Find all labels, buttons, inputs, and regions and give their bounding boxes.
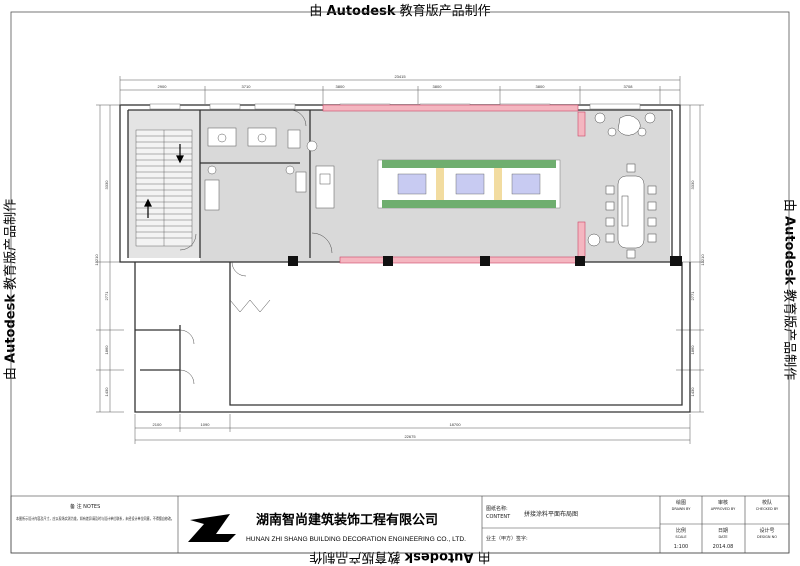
dim-top-seg-6: 3708 [624, 84, 634, 89]
date-cn: 日期 [718, 528, 728, 534]
dim-left-lower-2: 1860 [104, 345, 109, 355]
dim-left-total: 13210 [94, 254, 99, 266]
dim-bottom-seg-2: 1090 [201, 422, 211, 427]
design-no-cn: 设计号 [759, 527, 774, 534]
company-name-cn: 湖南智尚建筑装饰工程有限公司 [256, 512, 438, 528]
central-display [377, 159, 561, 209]
dim-top-seg-4: 3800 [433, 84, 443, 89]
drawing-name: 拼接涂料平面布局图 [524, 510, 578, 518]
drawing-name-label: 图纸名称: [486, 505, 508, 512]
approved-by-en: APPROVED BY [711, 507, 736, 511]
dim-top-seg-3: 3800 [336, 84, 346, 89]
scale-value: 1:100 [674, 544, 688, 550]
dim-bottom-total: 22675 [404, 434, 416, 439]
dim-top-seg-2: 3710 [242, 84, 252, 89]
dim-left-lower-3: 1430 [104, 387, 109, 397]
dim-top-seg-1: 2900 [158, 84, 168, 89]
dim-right-total: 13210 [700, 254, 705, 266]
company-logo-icon [188, 514, 236, 542]
date-en: DATE [718, 535, 727, 539]
title-block [10, 495, 790, 554]
date-value: 2014.08 [713, 544, 734, 550]
top-dimensions [119, 76, 681, 104]
dim-left-lower-1: 2771 [104, 291, 109, 301]
dim-bottom-seg-3: 18700 [449, 422, 461, 427]
stair-down-arrow-icon [176, 144, 184, 164]
left-dimensions [96, 104, 124, 413]
dim-top-seg-5: 3800 [536, 84, 546, 89]
dim-bottom-seg-1: 2100 [153, 422, 163, 427]
meeting-table [605, 163, 657, 259]
painted-panels [322, 104, 586, 264]
notes-text: 本图所示设计内容及尺寸，应以现场实测为准，如有差异请及时与设计单位联系，未经设计… [16, 515, 174, 521]
dim-right-upper: 3330 [690, 180, 695, 190]
scale-en: SCALE [675, 535, 686, 539]
sheet-border [10, 11, 790, 554]
columns [288, 256, 682, 266]
stair-up-arrow-icon [144, 198, 152, 218]
dim-left-upper: 3330 [104, 180, 109, 190]
doors [179, 109, 333, 385]
checked-by-cn: 校队 [762, 499, 772, 506]
lounge-seating [587, 112, 656, 247]
approved-by-cn: 审核 [718, 499, 728, 506]
design-no-en: DESIGN NO [757, 535, 777, 539]
content-label: CONTENT [486, 514, 511, 520]
dim-right-lower-2: 1860 [690, 345, 695, 355]
dim-right-lower-1: 2771 [690, 291, 695, 301]
drawn-by-cn: 绘图 [676, 499, 686, 506]
drawn-by-en: DRAWN BY [672, 507, 692, 511]
dim-top-total: 23415 [394, 74, 406, 79]
notes-title: 备 注 NOTES [70, 503, 100, 510]
checked-by-en: CHECKED BY [756, 507, 779, 511]
dim-right-lower-3: 1430 [690, 387, 695, 397]
staircase [135, 129, 193, 247]
company-name-en: HUNAN ZHI SHANG BUILDING DECORATION ENGI… [246, 537, 466, 543]
bottom-dimensions [134, 414, 691, 444]
owner-signature-label: 业主（甲方）签字: [486, 535, 528, 542]
office-desks [204, 127, 335, 211]
watermark-top: 由 Autodesk 教育版产品制作 [309, 4, 491, 19]
scale-cn: 比例 [676, 527, 686, 534]
